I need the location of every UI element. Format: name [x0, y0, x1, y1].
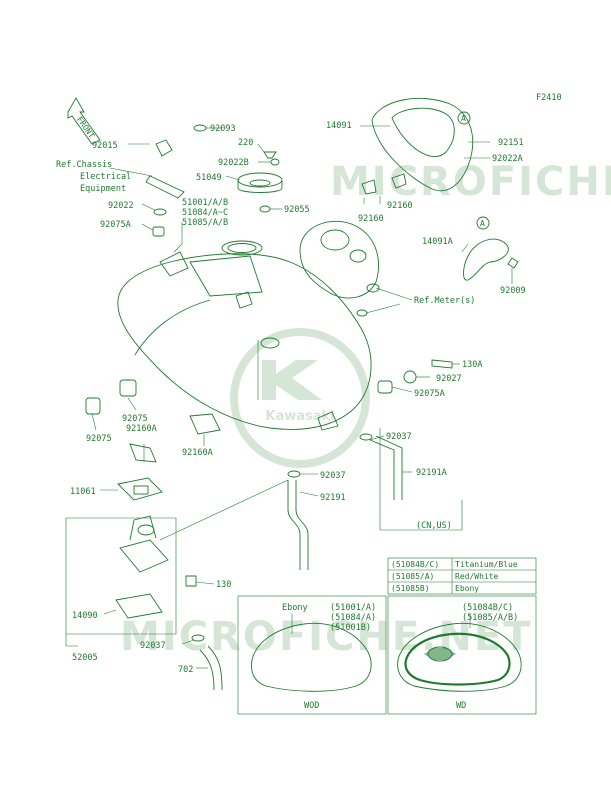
leader-lines [65, 125, 513, 669]
label-92022B: 92022B [218, 158, 249, 168]
wd-panel-label: WD [456, 701, 466, 711]
label-92022A: 92022A [492, 154, 523, 164]
part-labels: 92093 92015 Ref.Chassis Electrical Equip… [56, 121, 526, 675]
label-14091A: 14091A [422, 237, 453, 247]
fuel-valve [115, 477, 197, 619]
label-14090: 14090 [72, 611, 98, 621]
label-51084: 51084/A~C [182, 208, 228, 218]
color-table-code-1: (51084B/C) [391, 560, 439, 569]
label-cn-us: (CN,US) [416, 521, 452, 531]
label-92027: 92027 [436, 374, 462, 384]
label-92160A-mid: 92160A [182, 448, 213, 458]
color-table-color-3: Ebony [455, 584, 479, 593]
label-130A: 130A [462, 360, 482, 370]
label-92009: 92009 [500, 286, 526, 296]
label-92191A: 92191A [416, 468, 447, 478]
front-arrow-label: FRONT [75, 115, 96, 140]
color-table-color-2: Red/White [455, 572, 499, 581]
fuel-tank [117, 240, 372, 431]
kawasaki-logo-text: Kawasaki [265, 409, 334, 424]
label-52005: 52005 [72, 653, 98, 663]
label-92022: 92022 [108, 201, 134, 211]
wd-code-2: (51085/A/B) [462, 613, 518, 623]
watermark-bottom: MICROFICHE.NET [120, 614, 533, 660]
wod-color-name: Ebony [282, 603, 308, 613]
label-92160-right: 92160 [387, 201, 413, 211]
figure-code: F2410 [536, 93, 562, 103]
watermark-group: MICROFICHE.NET MICROFICHE.NET Kawasaki [120, 159, 611, 660]
meter-bracket [463, 238, 519, 281]
label-92055: 92055 [284, 205, 310, 215]
meter-cover [361, 97, 474, 195]
wod-panel-label: WOD [304, 701, 319, 711]
label-92037-bottom: 92037 [140, 641, 166, 651]
wod-code-2: (51084/A) [330, 613, 376, 623]
fuel-hoses [191, 433, 403, 691]
label-51085: 51085/A/B [182, 218, 228, 228]
wod-code-1: (51001/A) [330, 603, 376, 613]
label-92075-a: 92075 [122, 414, 148, 424]
label-92191: 92191 [320, 493, 346, 503]
label-130: 130 [216, 580, 231, 590]
label-14091: 14091 [326, 121, 352, 131]
cn-us-frame [379, 428, 463, 531]
label-702: 702 [178, 665, 193, 675]
wd-code-1: (51084B/C) [462, 603, 513, 613]
wd-panel: (51084B/C) (51085/A/B) WD [387, 595, 537, 715]
callout-a-top: A [457, 111, 471, 125]
watermark-top: MICROFICHE.NET [330, 159, 611, 205]
label-ref-chassis: Ref.Chassis [56, 160, 112, 170]
kawasaki-k-mark [262, 360, 322, 400]
label-ref-chassis-electrical: Electrical [80, 172, 131, 182]
front-arrow: FRONT [67, 97, 101, 145]
filler-cap [237, 172, 283, 193]
color-table-color-1: Titanium/Blue [455, 560, 518, 569]
label-92075A-top: 92075A [100, 220, 131, 230]
kawasaki-logo-circle [230, 328, 370, 468]
label-92037-right: 92037 [386, 432, 412, 442]
label-220: 220 [238, 138, 253, 148]
color-table-code-2: (51085/A) [391, 572, 434, 581]
label-92037-mid: 92037 [320, 471, 346, 481]
wod-panel: Ebony (51001/A) (51084/A) (51001B) WOD [237, 595, 387, 715]
svg-text:A: A [461, 114, 466, 123]
label-92160-left: 92160 [358, 214, 384, 224]
color-table: (51084B/C) Titanium/Blue (51085/A) Red/W… [387, 557, 537, 595]
label-92075A-right: 92075A [414, 389, 445, 399]
label-92151: 92151 [498, 138, 524, 148]
valve-frame [65, 517, 177, 635]
label-92160A-left: 92160A [126, 424, 157, 434]
svg-text:A: A [480, 219, 485, 228]
left-mount-parts [85, 379, 221, 463]
label-92093: 92093 [210, 124, 236, 134]
label-92075-b: 92075 [86, 434, 112, 444]
label-11061: 11061 [70, 487, 96, 497]
color-table-code-3: (51085B) [391, 584, 430, 593]
callout-a-bracket: A [476, 216, 490, 230]
label-ref-chassis-equipment: Equipment [80, 184, 126, 194]
label-51049: 51049 [196, 173, 222, 183]
meter-assembly [299, 220, 380, 317]
label-51001: 51001/A/B [182, 198, 228, 208]
wod-code-3: (51001B) [330, 623, 371, 633]
label-92015: 92015 [92, 141, 118, 151]
label-ref-meter: Ref.Meter(s) [414, 296, 475, 306]
